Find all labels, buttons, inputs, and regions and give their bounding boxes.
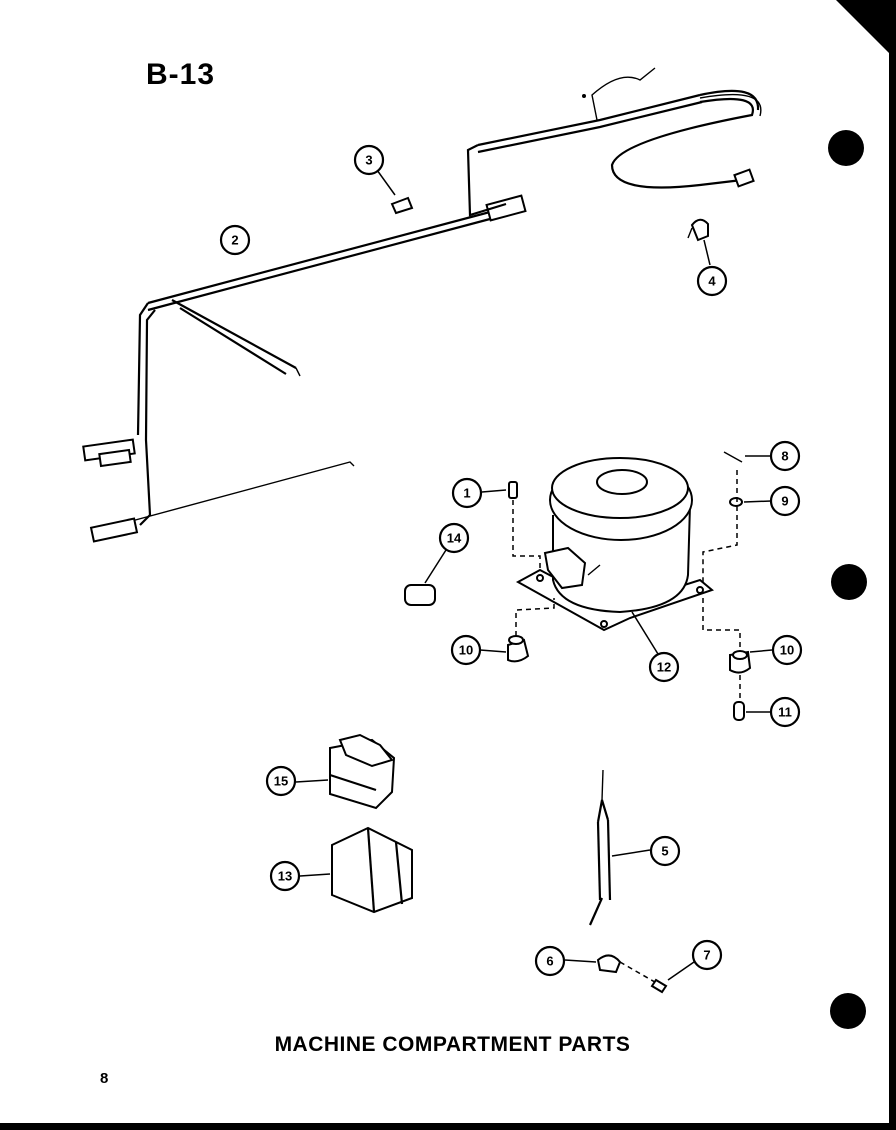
svg-text:2: 2 bbox=[231, 233, 238, 248]
diagram-caption: MACHINE COMPARTMENT PARTS bbox=[274, 1033, 631, 1056]
callout-14: 14 bbox=[438, 522, 470, 554]
part-10-right-mount bbox=[702, 598, 773, 721]
svg-text:13: 13 bbox=[278, 869, 292, 884]
callout-3: 3 bbox=[353, 144, 385, 176]
callout-6: 6 bbox=[534, 945, 566, 977]
callout-7: 7 bbox=[691, 939, 723, 971]
part-10-left-mount bbox=[479, 598, 555, 663]
svg-text:14: 14 bbox=[447, 531, 462, 546]
svg-text:10: 10 bbox=[459, 643, 473, 658]
part-3-clip bbox=[376, 169, 414, 215]
part-1-bolt bbox=[481, 481, 541, 572]
svg-text:3: 3 bbox=[365, 153, 372, 168]
scan-edge-right bbox=[889, 0, 896, 1130]
callout-2: 2 bbox=[219, 224, 251, 256]
svg-text:12: 12 bbox=[657, 660, 671, 675]
callout-15: 15 bbox=[265, 765, 297, 797]
callout-10-left: 10 bbox=[450, 634, 482, 666]
part-12-compressor bbox=[515, 457, 715, 655]
part-4-retainer bbox=[687, 218, 711, 266]
svg-text:6: 6 bbox=[546, 954, 553, 969]
part-13-cover bbox=[299, 826, 413, 914]
page-id: B-13 bbox=[146, 58, 216, 91]
binder-hole-middle bbox=[831, 564, 867, 600]
wiring-harness bbox=[82, 67, 762, 543]
svg-text:9: 9 bbox=[781, 494, 788, 509]
svg-text:15: 15 bbox=[274, 774, 288, 789]
part-14-grommet bbox=[404, 549, 447, 606]
svg-text:8: 8 bbox=[781, 449, 788, 464]
scan-corner bbox=[836, 0, 896, 60]
callout-5: 5 bbox=[649, 835, 681, 867]
scan-edge-bottom bbox=[0, 1123, 896, 1130]
callout-4: 4 bbox=[696, 265, 728, 297]
part-15-relay bbox=[295, 733, 396, 810]
callout-11: 11 bbox=[769, 696, 801, 728]
svg-text:4: 4 bbox=[708, 274, 716, 289]
svg-text:11: 11 bbox=[778, 705, 792, 720]
svg-text:7: 7 bbox=[703, 948, 710, 963]
callout-9: 9 bbox=[769, 485, 801, 517]
callout-13: 13 bbox=[269, 860, 301, 892]
binder-hole-top bbox=[828, 130, 864, 166]
callout-8: 8 bbox=[769, 440, 801, 472]
svg-text:1: 1 bbox=[463, 486, 470, 501]
callout-1: 1 bbox=[451, 477, 483, 509]
parts-8-9-fasteners bbox=[702, 451, 772, 582]
callout-12: 12 bbox=[648, 651, 680, 683]
callout-10-right: 10 bbox=[771, 634, 803, 666]
parts-6-7-clamp-screw bbox=[564, 954, 695, 994]
svg-text:10: 10 bbox=[780, 643, 794, 658]
binder-hole-bottom bbox=[830, 993, 866, 1029]
svg-text:5: 5 bbox=[661, 844, 668, 859]
page-number: 8 bbox=[100, 1070, 109, 1087]
part-5-thermostat bbox=[588, 769, 651, 926]
